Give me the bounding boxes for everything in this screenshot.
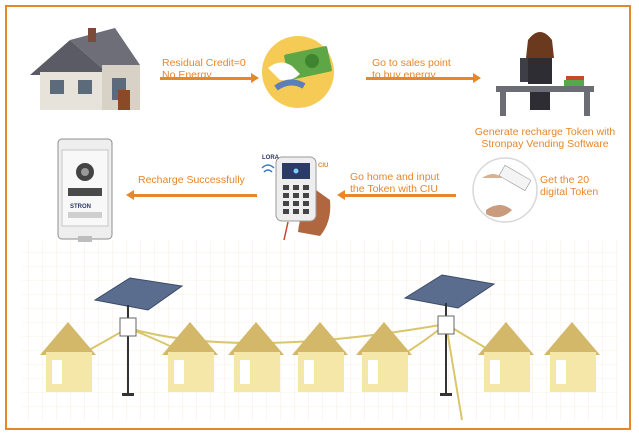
step-sales-line1: Go to sales point [372,57,451,69]
small-house-7 [544,322,600,392]
step-residual-credit: Residual Credit=0 No Energy [162,57,246,81]
small-house-1 [40,322,96,392]
ciu-handheld-icon [261,156,331,241]
small-house-5 [356,322,412,392]
arrow-to-meter [126,190,257,200]
step-generate-token: Generate recharge Token with Stronpay Ve… [462,126,628,150]
lora-label: LORA [262,155,279,161]
step-digital-line1: Get the 20 [540,174,590,186]
smart-meter-icon [57,138,113,242]
step-residual-line1: Residual Credit=0 [162,57,246,69]
small-house-6 [478,322,534,392]
step-residual-line2: No Energy [162,69,212,81]
arrow-to-payment [160,73,259,83]
step-generate-line2: Stronpay Vending Software [481,138,609,150]
small-house-3 [228,322,284,392]
step-recharge-successfully: Recharge Successfully [138,174,245,186]
vendor-operator-icon [496,32,594,116]
small-house-4 [292,322,348,392]
solar-panel-right [403,274,496,396]
ciu-label: CIU [318,163,329,169]
step-digital-token: Get the 20 digital Token [540,174,598,198]
arrow-to-vendor [366,73,481,83]
cash-payment-icon [262,36,334,108]
meter-brand-label: STRON [70,204,91,210]
step-generate-line1: Generate recharge Token with [474,126,616,138]
solar-panel-left [93,277,184,396]
houses-row [40,322,600,392]
arrow-to-ciu [337,190,456,200]
token-receipt-icon [472,157,538,223]
house-icon [30,28,140,110]
step-input-token: Go home and input the Token with CIU [350,171,439,195]
step-input-line1: Go home and input [350,171,440,183]
step-sales-point: Go to sales point to buy energy [372,57,451,81]
step-sales-line2: to buy energy [372,69,436,81]
small-house-2 [162,322,218,392]
step-input-line2: the Token with CIU [350,183,438,195]
step-digital-line2: digital Token [540,186,599,198]
